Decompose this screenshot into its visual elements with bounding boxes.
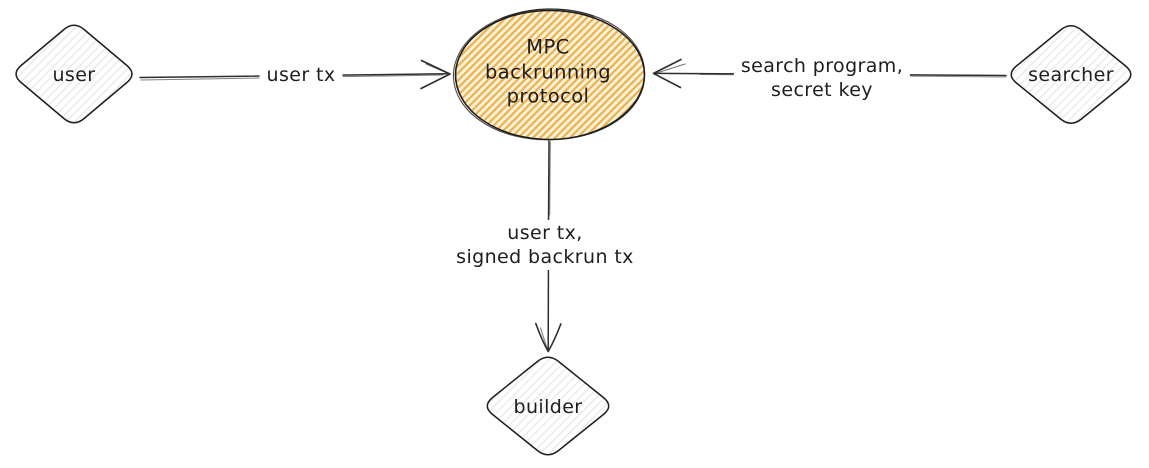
edge-label-user-tx: user tx bbox=[259, 62, 343, 88]
edge-label-line-1: search program, bbox=[740, 55, 904, 77]
node-mpc-protocol-label: MPC backrunning protocol bbox=[485, 35, 611, 109]
edge-label-line-2: secret key bbox=[771, 79, 873, 101]
mpc-label-line-2: backrunning bbox=[485, 59, 611, 83]
edge-label-search-program-secret-key: search program, secret key bbox=[733, 53, 911, 103]
node-builder bbox=[486, 356, 610, 456]
mpc-label-line-3: protocol bbox=[506, 84, 590, 108]
edge-label-user-tx-signed-backrun-tx: user tx, signed backrun tx bbox=[449, 220, 641, 270]
node-searcher bbox=[1010, 25, 1132, 124]
node-user bbox=[15, 24, 133, 124]
node-user-label: user bbox=[52, 64, 96, 86]
edge-label-line-2: signed backrun tx bbox=[456, 246, 634, 268]
mpc-label-line-1: MPC bbox=[526, 35, 570, 59]
node-searcher-label: searcher bbox=[1028, 64, 1114, 86]
edge-label-line-1: user tx, bbox=[507, 222, 583, 244]
node-builder-label: builder bbox=[513, 396, 583, 418]
node-mpc-protocol bbox=[452, 8, 646, 141]
